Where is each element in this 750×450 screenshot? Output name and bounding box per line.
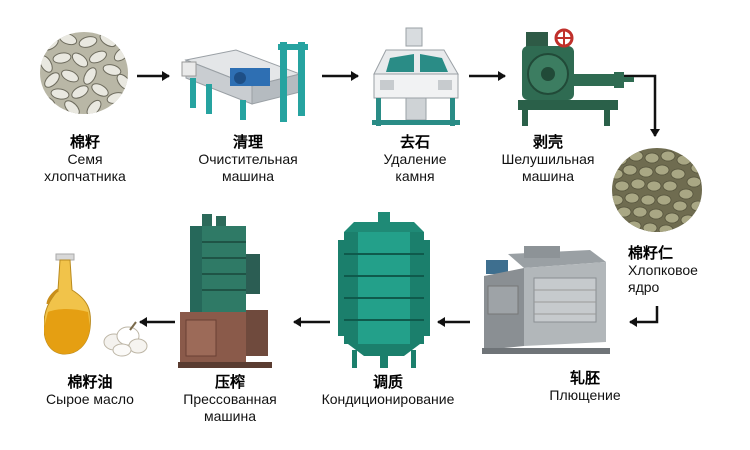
step-zh: 去石 bbox=[399, 134, 430, 151]
flaking-mill-image bbox=[482, 246, 610, 354]
conditioner-image bbox=[338, 212, 430, 368]
step-ru: хлопчатника bbox=[44, 168, 126, 184]
crude-oil-image bbox=[44, 253, 148, 357]
step-flaking-label: 轧胚 Плющение bbox=[530, 370, 640, 404]
dehuller-image bbox=[518, 28, 634, 126]
step-cottonseed-label: 棉籽 Семя хлопчатника bbox=[20, 134, 150, 185]
step-ru: Удаление bbox=[383, 151, 447, 167]
arrow-kernel-to-flaking bbox=[629, 306, 659, 327]
step-conditioning-label: 调质 Кондиционирование bbox=[300, 374, 476, 408]
cleaning-machine-image bbox=[181, 42, 308, 122]
step-zh: 轧胚 bbox=[569, 370, 600, 387]
step-zh: 压榨 bbox=[214, 374, 245, 391]
step-destoning-label: 去石 Удаление камня bbox=[350, 134, 480, 185]
step-crude-oil-label: 棉籽油 Сырое масло bbox=[20, 374, 160, 408]
kernel-image bbox=[612, 148, 702, 232]
cottonseed-image bbox=[40, 32, 128, 114]
step-zh: 调质 bbox=[372, 374, 403, 391]
step-zh: 棉籽 bbox=[69, 134, 100, 151]
step-zh: 清理 bbox=[232, 134, 263, 151]
step-ru: машина bbox=[522, 168, 574, 184]
step-ru: Очистительная bbox=[198, 151, 298, 167]
step-ru: Шелушильная bbox=[501, 151, 595, 167]
step-ru: Семя bbox=[67, 151, 103, 167]
step-kernel-label: 棉籽仁 Хлопковое ядро bbox=[628, 245, 746, 296]
destoner-image bbox=[372, 27, 460, 126]
step-zh: 棉籽油 bbox=[67, 374, 113, 391]
step-zh: 棉籽仁 bbox=[628, 245, 674, 262]
step-ru: Прессованная bbox=[183, 391, 277, 407]
arrow-dehulling-to-kernel bbox=[620, 74, 660, 137]
step-ru: Сырое масло bbox=[46, 391, 134, 407]
oil-press-image bbox=[178, 214, 272, 368]
step-ru: Плющение bbox=[549, 387, 621, 403]
step-ru: машина bbox=[204, 408, 256, 424]
step-dehulling-label: 剥壳 Шелушильная машина bbox=[478, 134, 618, 185]
step-ru: Кондиционирование bbox=[321, 391, 455, 407]
step-ru: ядро bbox=[628, 279, 660, 295]
step-zh: 剥壳 bbox=[532, 134, 563, 151]
step-pressing-label: 压榨 Прессованная машина bbox=[160, 374, 300, 425]
step-ru: камня bbox=[395, 168, 435, 184]
step-ru: машина bbox=[222, 168, 274, 184]
step-cleaning-label: 清理 Очистительная машина bbox=[178, 134, 318, 185]
step-ru: Хлопковое bbox=[628, 262, 698, 278]
